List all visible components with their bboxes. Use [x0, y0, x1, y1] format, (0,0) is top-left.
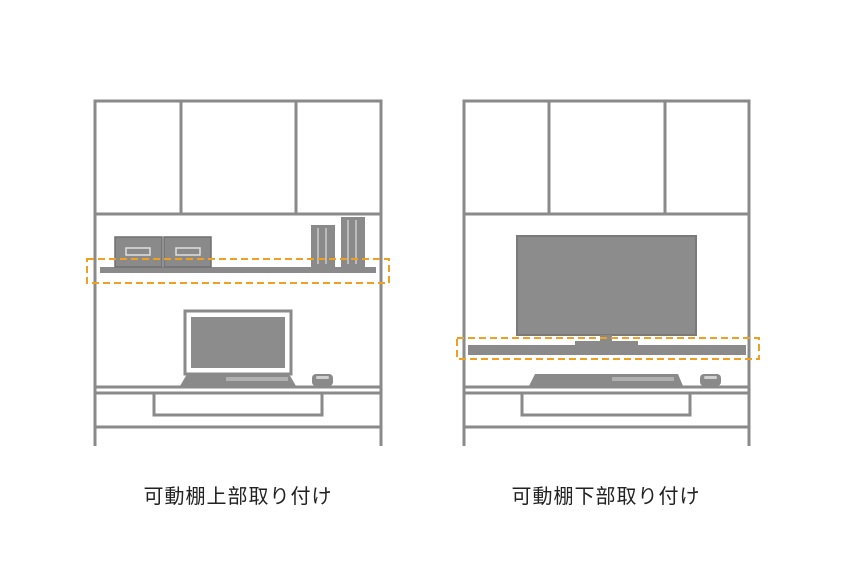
desk-center-drawer: [152, 391, 324, 417]
storage-box-icon: [163, 236, 212, 268]
mouse-icon: [700, 374, 721, 386]
movable-shelf-upper: [100, 267, 376, 273]
highlight-lower-shelf: [456, 337, 760, 360]
left-cabinet: [93, 99, 383, 446]
desk-center-drawer: [520, 391, 692, 417]
binder-icon: [311, 225, 335, 267]
keyboard-icon: [529, 374, 683, 386]
caption-lower-mount: 可動棚下部取り付け: [511, 484, 701, 508]
caption-upper-mount: 可動棚上部取り付け: [143, 484, 333, 508]
mouse-icon: [312, 374, 333, 386]
highlight-upper-shelf: [86, 258, 390, 284]
right-cabinet: [462, 99, 751, 446]
television-icon: [516, 235, 697, 345]
cabinet-outline: [93, 99, 383, 446]
movable-shelf-lower: [468, 345, 746, 355]
laptop-icon: [180, 309, 296, 386]
cabinet-outline: [462, 99, 751, 446]
storage-box-icon: [114, 236, 163, 268]
